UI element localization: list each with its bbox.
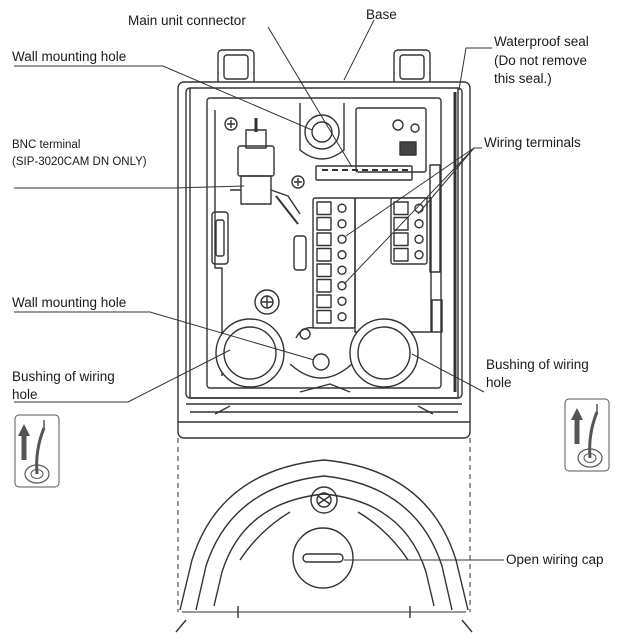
right-bracket xyxy=(429,164,443,333)
terminal-left-slot xyxy=(316,263,332,278)
wire-insertion-icon-left xyxy=(14,414,60,488)
wire-insertion-icon-right xyxy=(564,398,610,472)
label-main-unit-connector: Main unit connector xyxy=(128,13,246,28)
leader-wall-mounting-hole-top xyxy=(14,65,313,131)
label-wall-mounting-hole-top: Wall mounting hole xyxy=(12,49,127,64)
terminal-right-screw xyxy=(414,234,424,244)
terminal-right-slot xyxy=(393,216,409,231)
terminal-left-slot xyxy=(316,216,332,231)
terminal-left-slot xyxy=(316,201,332,216)
leader-wiring-terminal-2 xyxy=(343,147,475,285)
terminal-right-screw xyxy=(414,219,424,229)
bnc-terminal xyxy=(230,118,301,225)
open-wiring-cap xyxy=(292,527,354,589)
label-wall-mounting-hole-bottom: Wall mounting hole xyxy=(12,295,127,310)
label-bushing-left-1: Bushing of wiring xyxy=(12,369,115,384)
terminal-left-screw xyxy=(337,265,347,275)
screw-middle xyxy=(291,175,305,189)
terminal-right-slot xyxy=(393,232,409,247)
label-bushing-right-1: Bushing of wiring xyxy=(486,357,589,372)
label-bnc-terminal: BNC terminal xyxy=(12,139,81,151)
left-clip xyxy=(211,211,229,265)
label-base: Base xyxy=(366,7,397,22)
wiring-terminal-block-right xyxy=(390,197,428,265)
terminal-left-screw xyxy=(337,203,347,213)
leader-wiring-terminal-3 xyxy=(417,147,475,215)
leader-lines xyxy=(14,19,504,561)
leader-base xyxy=(343,19,375,81)
bushing-left xyxy=(215,318,285,388)
top-tab-left xyxy=(217,49,255,85)
leader-wall-mounting-hole-bottom xyxy=(14,311,315,361)
screw-top-left xyxy=(224,117,238,131)
base-ledge xyxy=(178,383,470,423)
terminal-left-screw xyxy=(337,296,347,306)
top-right-components xyxy=(355,107,427,173)
label-waterproof-seal: Waterproof seal xyxy=(494,34,589,49)
leader-bushing-right xyxy=(411,353,485,393)
leader-waterproof-seal xyxy=(458,47,492,91)
terminal-right-slot xyxy=(393,201,409,216)
terminal-right-slot xyxy=(393,247,409,262)
bushing-right xyxy=(349,318,419,388)
inner-panel xyxy=(206,97,442,389)
terminal-left-screw xyxy=(337,219,347,229)
label-waterproof-seal-note-1: (Do not remove xyxy=(494,53,588,68)
terminal-right-screw xyxy=(414,250,424,260)
cover-screw xyxy=(310,486,338,514)
gear-screw xyxy=(254,289,315,340)
wall-mounting-hole-bottom xyxy=(312,353,330,371)
terminal-left-screw xyxy=(337,234,347,244)
label-bushing-left-2: hole xyxy=(12,387,38,402)
label-open-wiring-cap: Open wiring cap xyxy=(506,552,604,567)
terminal-left-screw xyxy=(337,250,347,260)
side-slot xyxy=(293,235,307,271)
terminal-left-slot xyxy=(316,232,332,247)
leader-main-unit-connector xyxy=(267,26,353,168)
top-tab-right xyxy=(393,49,431,85)
terminal-left-screw xyxy=(337,312,347,322)
leader-bushing-left xyxy=(14,349,231,403)
label-waterproof-seal-note-2: this seal.) xyxy=(494,71,552,86)
wall-mounting-hole-top xyxy=(299,103,345,160)
terminal-left-slot xyxy=(316,294,332,309)
terminal-left-slot xyxy=(316,247,332,262)
label-wiring-terminals: Wiring terminals xyxy=(484,135,581,150)
terminal-left-slot xyxy=(316,309,332,324)
label-bushing-right-2: hole xyxy=(486,375,512,390)
terminal-left-screw xyxy=(337,281,347,291)
leader-bnc-terminal xyxy=(14,185,245,189)
label-bnc-terminal-note: (SIP-3020CAM DN ONLY) xyxy=(12,156,147,168)
terminal-left-slot xyxy=(316,278,332,293)
main-unit-connector xyxy=(315,165,413,181)
